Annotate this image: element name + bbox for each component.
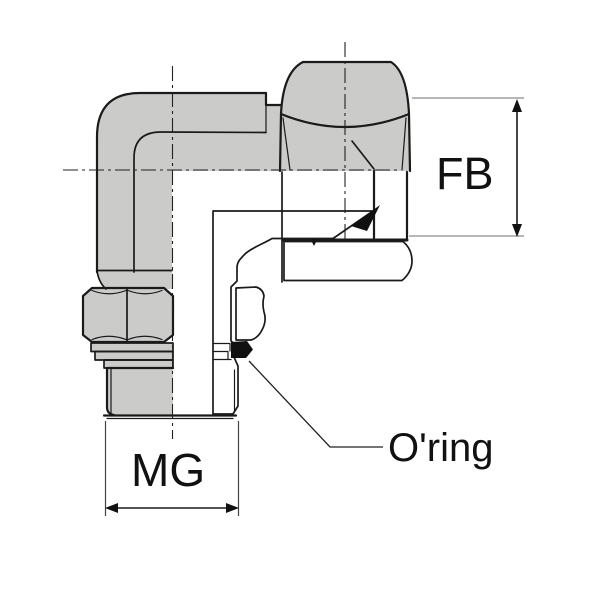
hex-locknut (83, 288, 173, 342)
mg-extension-lines (104, 421, 240, 516)
female-nut-section (283, 240, 413, 282)
mg-label: MG (131, 444, 205, 496)
section-parts (212, 205, 413, 415)
section-washer-steps (212, 342, 232, 361)
fb-label: FB (436, 148, 494, 199)
fb-dimension: FB (409, 97, 524, 237)
elbow-neck (97, 271, 172, 289)
fb-arrow-up (512, 99, 522, 112)
hex-chamfer-arcs (91, 289, 163, 341)
male-thread-stud (107, 368, 173, 415)
washer-lower (95, 351, 173, 360)
elbow-outer-edge (95, 91, 283, 274)
locknut-section (235, 286, 266, 341)
female-swivel-nut (280, 62, 410, 171)
fb-arrow-down (512, 224, 522, 237)
gray-body-parts (83, 62, 410, 415)
washer-upper (91, 343, 173, 352)
thread-lip (104, 360, 173, 368)
o-ring (231, 341, 253, 358)
oring-callout: O'ring (248, 360, 493, 470)
female-nut-detail-edge (351, 140, 375, 170)
elbow-body (97, 93, 281, 274)
fb-extension-lines (409, 97, 524, 237)
female-nut-outline (278, 60, 412, 173)
mg-dimension: MG (104, 421, 240, 516)
female-nut-facet-lines (282, 117, 407, 171)
mg-arrow-right (226, 503, 239, 513)
elbow-inner-edge (133, 131, 267, 273)
oring-label: O'ring (388, 426, 493, 470)
mg-arrow-left (105, 503, 118, 513)
centerlines (63, 42, 399, 439)
oring-leader-line (248, 360, 383, 448)
seal-arrow (351, 205, 380, 231)
